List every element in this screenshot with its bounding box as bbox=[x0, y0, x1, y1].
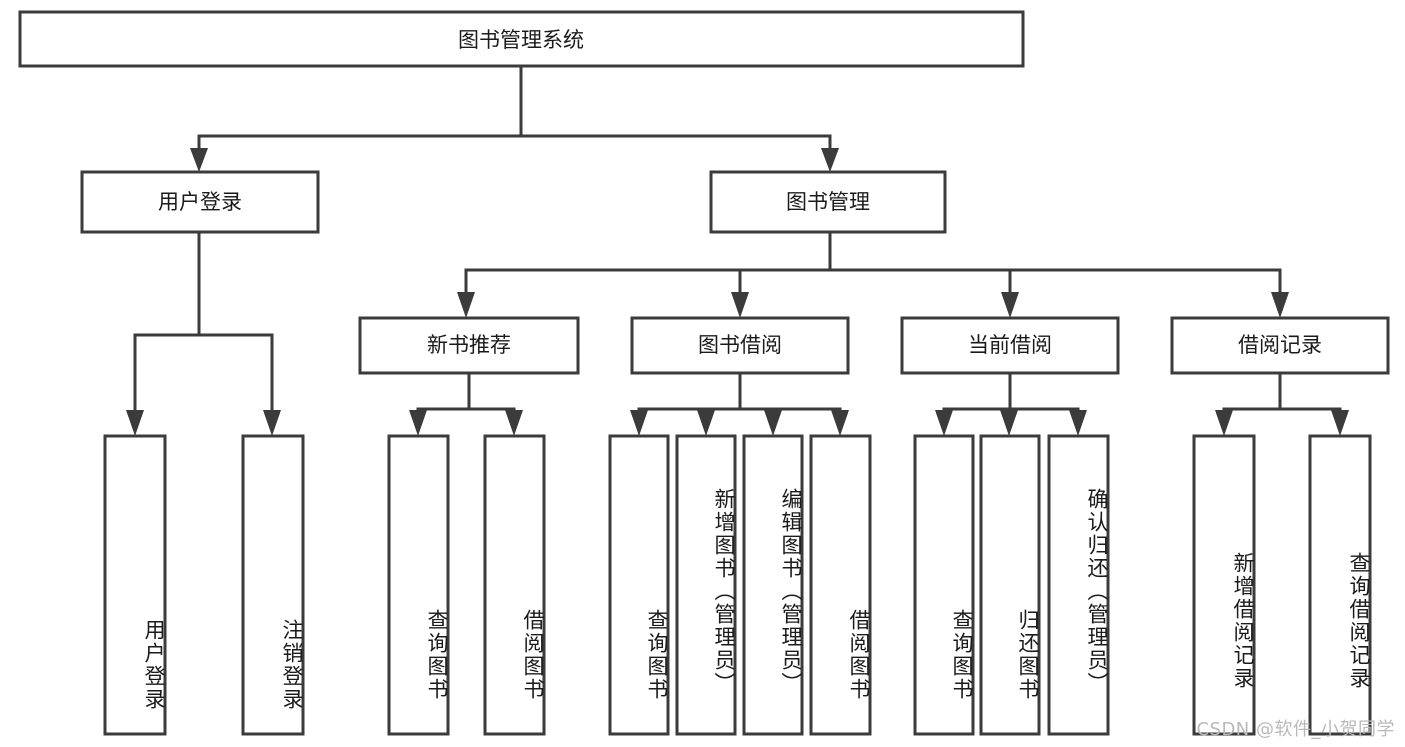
leaf-group bbox=[103, 434, 1372, 736]
arrow-head-leaf-add-book bbox=[697, 410, 715, 436]
node-book-borrow[interactable]: 图书借阅 bbox=[630, 316, 850, 375]
node-borrow-record-label: 借阅记录 bbox=[1238, 333, 1322, 357]
node-root-label: 图书管理系统 bbox=[458, 28, 584, 52]
node-book-borrow-box[interactable] bbox=[630, 316, 850, 375]
leaf-query-book-1-box[interactable] bbox=[387, 434, 450, 736]
connector-group-borrow-record bbox=[1215, 371, 1349, 436]
node-root-box[interactable] bbox=[18, 10, 1025, 68]
node-book-borrow-label: 图书借阅 bbox=[698, 333, 782, 357]
node-new-book-recommend[interactable]: 新书推荐 bbox=[358, 316, 580, 375]
leaf-confirm-return-box[interactable] bbox=[1047, 434, 1110, 736]
leaf-query-book-3-box[interactable] bbox=[913, 434, 975, 736]
connector-group-user-login bbox=[126, 230, 281, 436]
node-new-book-recommend-box[interactable] bbox=[358, 316, 580, 375]
leaf-add-book-box[interactable] bbox=[675, 434, 737, 736]
leaf-return-book-box[interactable] bbox=[979, 434, 1041, 736]
arrow-head-book-borrow bbox=[731, 292, 749, 318]
arrow-head-leaf-return-book bbox=[1000, 410, 1018, 436]
arrow-head-borrow-record bbox=[1271, 292, 1289, 318]
arrow-head-leaf-borrow-book-1 bbox=[505, 410, 523, 436]
node-user-login-label: 用户登录 bbox=[158, 190, 242, 214]
connector-group-new-book-recommend bbox=[409, 371, 523, 436]
leaf-user-login-box[interactable] bbox=[103, 434, 167, 736]
node-new-book-recommend-label: 新书推荐 bbox=[427, 333, 511, 357]
connector-group-book-management bbox=[457, 230, 1289, 318]
connector-group-root bbox=[190, 64, 839, 172]
arrow-head-leaf-user-logout bbox=[263, 410, 281, 436]
connector-group-current-borrow bbox=[935, 371, 1087, 436]
node-current-borrow-box[interactable] bbox=[900, 316, 1120, 375]
leaf-user-logout-box[interactable] bbox=[241, 434, 305, 736]
node-borrow-record[interactable]: 借阅记录 bbox=[1170, 316, 1390, 375]
leaf-add-record-box[interactable] bbox=[1192, 434, 1256, 736]
arrow-head-leaf-query-book-1 bbox=[409, 410, 427, 436]
arrow-head-leaf-borrow-book-2 bbox=[831, 410, 849, 436]
node-current-borrow[interactable]: 当前借阅 bbox=[900, 316, 1120, 375]
arrow-head-user-login bbox=[190, 148, 208, 172]
leaf-borrow-book-2-box[interactable] bbox=[809, 434, 872, 736]
node-user-login[interactable]: 用户登录 bbox=[80, 170, 320, 234]
node-user-login-box[interactable] bbox=[80, 170, 320, 234]
node-book-management-box[interactable] bbox=[709, 170, 947, 234]
leaf-query-record-box[interactable] bbox=[1308, 434, 1372, 736]
arrow-head-book-management bbox=[821, 148, 839, 172]
arrow-head-new-book-recommend bbox=[457, 292, 475, 318]
connector-group-book-borrow bbox=[630, 371, 849, 436]
arrow-head-leaf-user-login bbox=[126, 410, 144, 436]
arrow-head-leaf-add-record bbox=[1215, 410, 1233, 436]
leaf-borrow-book-1-box[interactable] bbox=[483, 434, 546, 736]
node-borrow-record-box[interactable] bbox=[1170, 316, 1390, 375]
arrow-head-leaf-edit-book bbox=[764, 410, 782, 436]
node-root[interactable]: 图书管理系统 bbox=[18, 10, 1025, 68]
node-current-borrow-label: 当前借阅 bbox=[968, 333, 1052, 357]
leaf-edit-book-box[interactable] bbox=[742, 434, 804, 736]
leaf-query-book-2-box[interactable] bbox=[608, 434, 670, 736]
node-book-management[interactable]: 图书管理 bbox=[709, 170, 947, 234]
node-book-management-label: 图书管理 bbox=[786, 190, 870, 214]
csdn-watermark: CSDN @软件_小贺同学 bbox=[1196, 719, 1395, 740]
arrow-head-leaf-query-book-3 bbox=[935, 410, 953, 436]
arrow-head-leaf-confirm-return bbox=[1069, 410, 1087, 436]
arrow-head-leaf-query-book-2 bbox=[630, 410, 648, 436]
arrow-head-leaf-query-record bbox=[1331, 410, 1349, 436]
arrow-head-current-borrow bbox=[1001, 292, 1019, 318]
